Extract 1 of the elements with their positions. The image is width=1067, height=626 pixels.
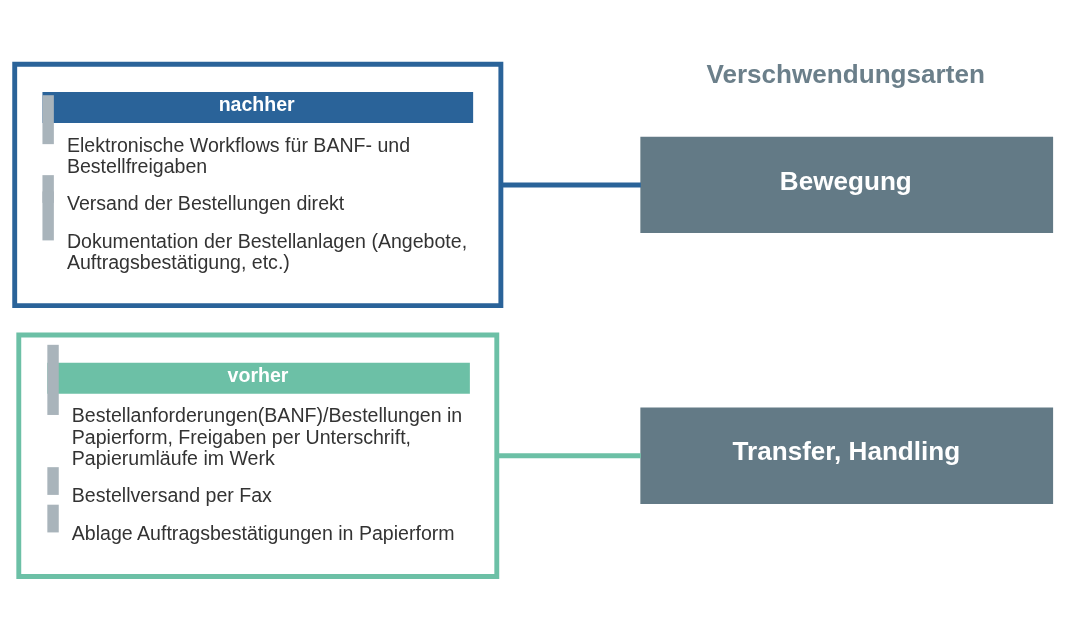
label: Verschwendungsarten bbox=[706, 59, 985, 90]
